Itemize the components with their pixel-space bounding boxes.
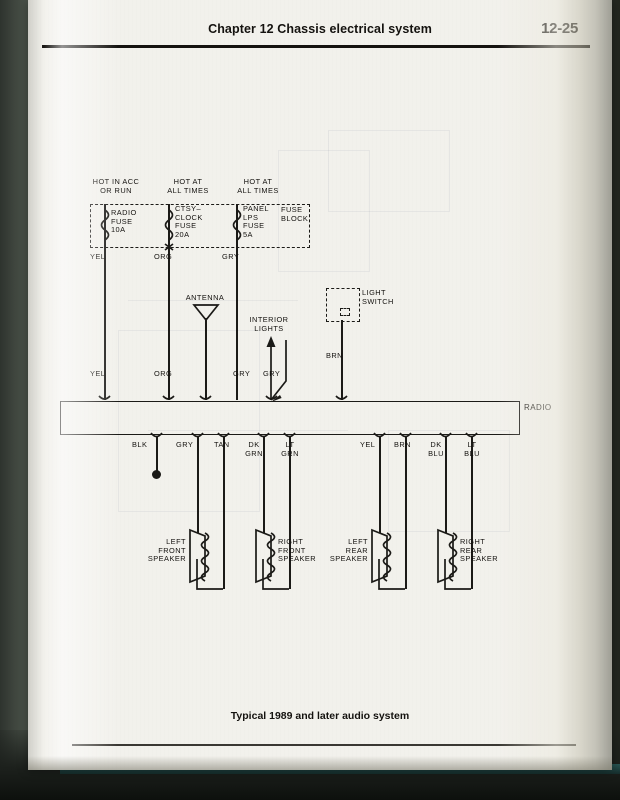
page-bottom-edge bbox=[28, 756, 612, 770]
book-page: Chapter 12 Chassis electrical system 12-… bbox=[28, 0, 612, 770]
page-sheen-overlay bbox=[28, 0, 612, 770]
